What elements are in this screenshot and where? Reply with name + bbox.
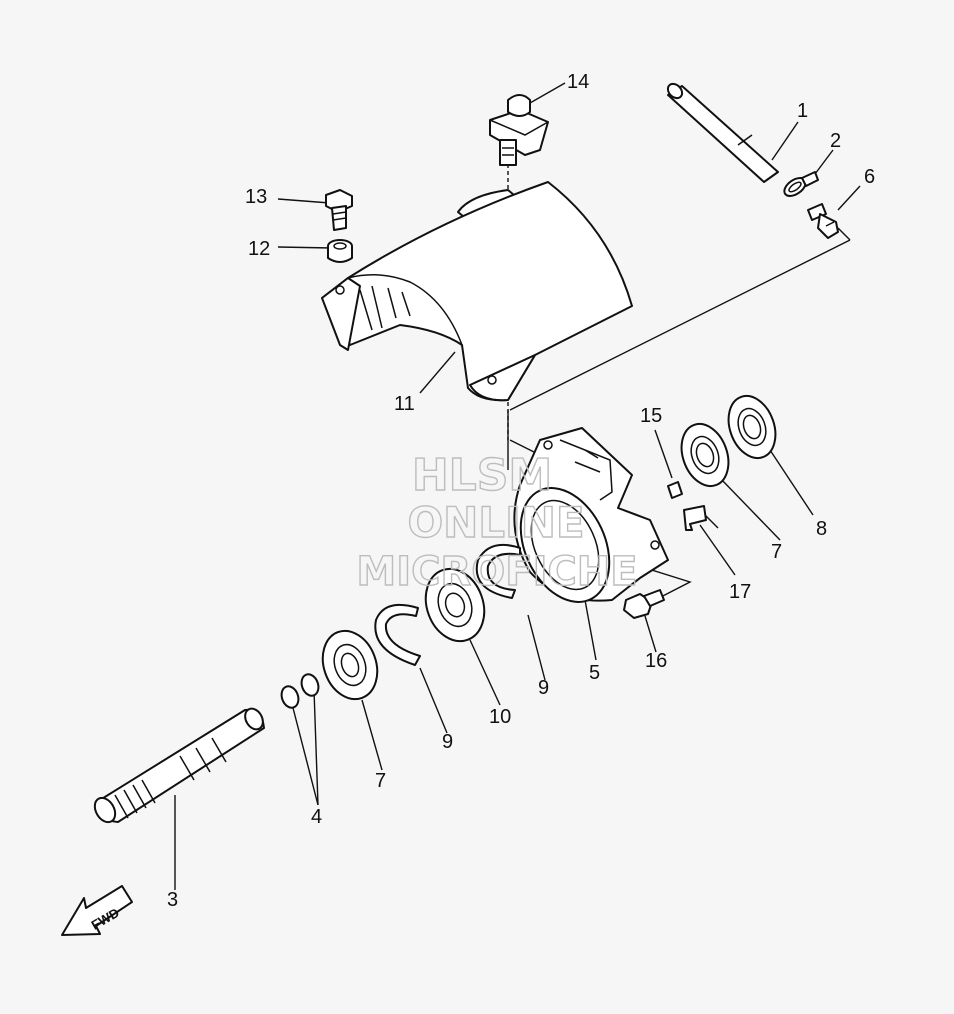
o-rings-part [280, 673, 320, 709]
callout-13: 13 [245, 186, 267, 208]
watermark-line-3: MICROFICHE [356, 549, 637, 595]
bracket-part [489, 94, 549, 166]
circlip-upper-part [475, 544, 521, 599]
forward-arrow-icon: FWD [61, 885, 133, 936]
bolt-16-part [623, 589, 665, 619]
shaft-part [93, 707, 265, 824]
callout-3: 3 [167, 889, 178, 911]
callout-6: 6 [864, 166, 875, 188]
callout-14: 14 [567, 71, 589, 93]
callout-17: 17 [729, 581, 751, 603]
callout-9-lower: 9 [442, 731, 453, 753]
bearing-lower-part [321, 629, 379, 701]
watermark: HLSM ONLINE MICROFICHE [356, 449, 639, 595]
bearing-end-part [727, 395, 777, 459]
clip-part [783, 171, 819, 197]
circlip-lower-part [374, 604, 421, 666]
callout-2: 2 [830, 130, 841, 152]
bolt-part [325, 189, 353, 231]
callout-11: 11 [394, 393, 415, 415]
callout-7-upper: 7 [771, 541, 782, 563]
cover-part [321, 181, 633, 402]
bearing-upper-part [680, 423, 730, 487]
callout-7-lower: 7 [375, 770, 386, 792]
callout-4: 4 [311, 806, 322, 828]
plate-part [683, 505, 707, 531]
watermark-line-2: ONLINE [407, 498, 584, 547]
pin-part [666, 82, 779, 183]
callout-12: 12 [248, 238, 270, 260]
callout-10: 10 [489, 706, 511, 728]
callout-9-upper: 9 [538, 677, 549, 699]
callout-5: 5 [589, 662, 600, 684]
watermark-line-1: HLSM [412, 450, 552, 501]
callout-8: 8 [816, 518, 827, 540]
callout-16: 16 [645, 650, 667, 672]
callout-1: 1 [797, 100, 808, 122]
oil-seal-part [424, 567, 486, 643]
callout-labels: 14 1 2 6 13 12 11 15 8 7 17 16 5 9 10 9 … [167, 71, 875, 911]
callout-15: 15 [640, 405, 662, 427]
dowel-part [667, 481, 683, 499]
nipple-part [807, 203, 839, 239]
collar-part [327, 239, 353, 263]
housing-part [513, 427, 669, 603]
